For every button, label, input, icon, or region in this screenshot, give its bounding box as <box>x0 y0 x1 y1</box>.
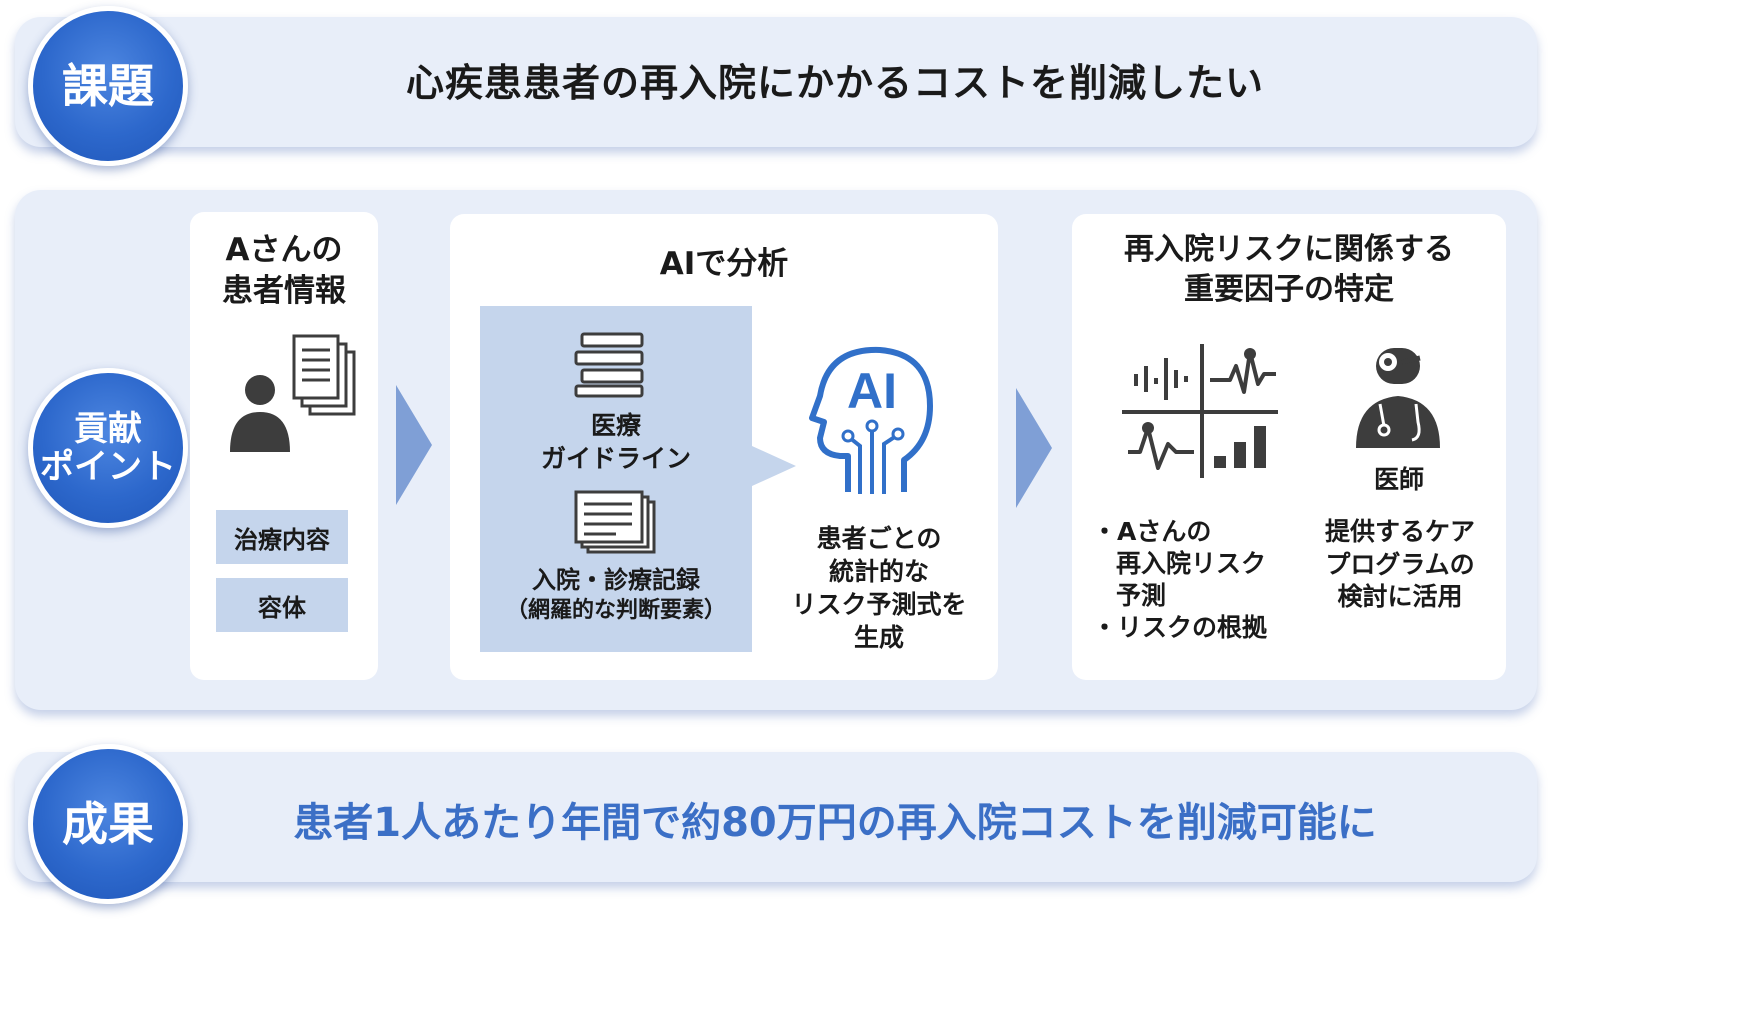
analytics-chart-icon <box>1122 344 1278 478</box>
ai-result-line: リスク予測式を <box>791 590 967 619</box>
panel-pointer <box>752 446 796 486</box>
patient-info-card: Aさんの 患者情報 治療内容 容体 <box>190 212 378 680</box>
doctor-label: 医師 <box>1373 465 1424 494</box>
ai-analysis-title: AIで分析 <box>659 246 789 282</box>
ai-result-text: 患者ごとの 統計的な リスク予測式を 生成 <box>772 522 986 654</box>
patient-item-treatment: 治療内容 <box>216 510 348 564</box>
doctor-usage-line: プログラムの <box>1325 549 1475 579</box>
factor-bullets: ・Aさんの 再入院リスク 予測 ・リスクの根拠 <box>1092 516 1292 644</box>
key-factors-title: 再入院リスクに関係する 重要因子の特定 <box>1072 230 1506 309</box>
doctor-usage-line: 検討に活用 <box>1337 582 1463 611</box>
result-badge-label: 成果 <box>62 796 154 851</box>
doctor-usage-text: 提供するケア プログラムの 検討に活用 <box>1304 516 1496 614</box>
guideline-label-line2: ガイドライン <box>540 443 691 473</box>
issue-text: 心疾患患者の再入院にかかるコストを削減したい <box>405 61 1264 105</box>
key-factors-title-line2: 重要因子の特定 <box>1184 271 1394 307</box>
patient-item-condition: 容体 <box>216 578 348 632</box>
contribution-badge: 貢献 ポイント <box>28 368 188 528</box>
record-label-line2: （網羅的な判断要素） <box>505 598 726 624</box>
ai-head-icon: AI <box>809 346 933 494</box>
patient-document-icon <box>230 334 356 452</box>
issue-badge-label: 課題 <box>62 58 154 113</box>
contribution-badge-line2: ポイント <box>40 447 176 487</box>
guideline-label: 医療 ガイドライン <box>480 410 752 475</box>
ai-result-line: 統計的な <box>828 557 929 586</box>
key-factors-title-line1: 再入院リスクに関係する <box>1124 232 1454 267</box>
guideline-label-line1: 医療 <box>590 411 641 440</box>
guideline-books-icon <box>574 332 644 398</box>
factor-bullet: ・リスクの根拠 <box>1092 613 1268 642</box>
contribution-badge-line1: 貢献 <box>74 408 142 449</box>
factor-bullet: 再入院リスク <box>1116 549 1267 578</box>
key-factors-card: 再入院リスクに関係する 重要因子の特定 医師 ・Aさんの 再入院リスク 予測 <box>1072 214 1506 680</box>
result-band <box>15 752 1537 882</box>
factor-bullet: ・Aさんの <box>1092 517 1212 546</box>
doctor-icon <box>1356 348 1440 448</box>
patient-info-title: Aさんの 患者情報 <box>190 230 378 312</box>
issue-band <box>15 17 1537 147</box>
flow-arrow-1 <box>396 385 432 505</box>
doctor-usage-line: 提供するケア <box>1324 517 1475 546</box>
result-text: 患者1人あたり年間で約80万円の再入院コストを削減可能に <box>293 800 1377 846</box>
factor-bullet: 予測 <box>1116 581 1167 610</box>
patient-info-title-line2: 患者情報 <box>222 272 346 309</box>
issue-badge: 課題 <box>28 6 188 166</box>
result-badge: 成果 <box>28 744 188 904</box>
record-document-icon <box>574 490 656 554</box>
record-label: 入院・診療記録 （網羅的な判断要素） <box>480 564 752 626</box>
record-label-line1: 入院・診療記録 <box>532 566 700 594</box>
ai-result-line: 生成 <box>853 623 904 652</box>
patient-info-title-line1: Aさんの <box>225 232 343 268</box>
ai-analysis-card: AIで分析 医療 ガイドライン 入院・診療記録 （網羅的な判断要素） AI <box>450 214 998 680</box>
ai-head-text: AI <box>847 363 897 419</box>
ai-result-line: 患者ごとの <box>816 524 942 553</box>
flow-arrow-2 <box>1016 388 1052 508</box>
